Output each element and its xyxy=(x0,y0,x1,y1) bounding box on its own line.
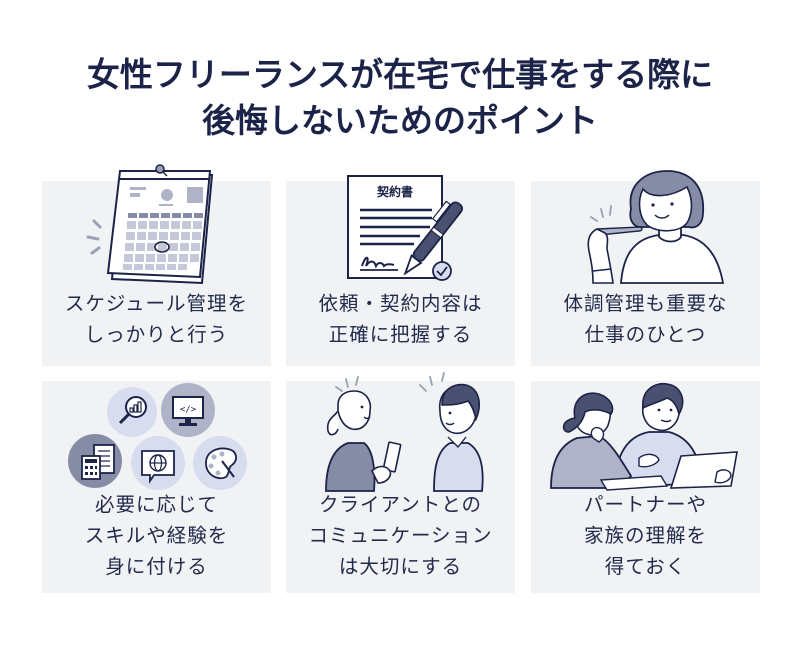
calendar-icon xyxy=(42,164,271,287)
client-conversation-icon xyxy=(286,371,515,492)
palette-icon xyxy=(193,436,247,490)
contract-pen-icon: 契約書 xyxy=(286,174,515,284)
card-health: 体調管理も重要な 仕事のひとつ xyxy=(531,170,760,366)
card-label: クライアントとの コミュニケーション は大切にする xyxy=(308,493,493,578)
title-line-1: 女性フリーランスが在宅で仕事をする際に xyxy=(86,55,714,94)
skills-icons: </> xyxy=(42,381,271,491)
card-label: 体調管理も重要な 仕事のひとつ xyxy=(563,292,728,346)
card-skills: </> xyxy=(42,381,271,593)
card-label: 依頼・契約内容は 正確に把握する xyxy=(318,292,483,346)
card-label: パートナーや 家族の理解を 得ておく xyxy=(583,493,707,578)
monitor-code-icon: </> xyxy=(161,383,215,437)
contract-doc-title: 契約書 xyxy=(376,184,413,199)
card-contract: 契約書 依頼・契約内容は 正確に把握する xyxy=(286,175,515,366)
card-schedule: スケジュール管理を しっかりと行う xyxy=(42,164,271,366)
card-communication: クライアントとの コミュニケーション は大切にする xyxy=(286,372,515,593)
svg-text:</>: </> xyxy=(180,405,197,415)
magnifier-chart-icon xyxy=(107,387,157,437)
card-label: 必要に応じて スキルや経験を 身に付ける xyxy=(84,493,229,578)
page-title: 女性フリーランスが在宅で仕事をする際に 後悔しないためのポイント xyxy=(0,52,800,144)
card-partner-family: パートナーや 家族の理解を 得ておく xyxy=(531,381,760,593)
woman-thermometer-icon xyxy=(531,169,760,284)
globe-speech-icon xyxy=(131,436,185,490)
partner-family-icon xyxy=(531,376,760,492)
card-label: スケジュール管理を しっかりと行う xyxy=(64,292,249,346)
title-line-2: 後悔しないためのポイント xyxy=(202,101,598,140)
calculator-document-icon xyxy=(68,434,122,488)
